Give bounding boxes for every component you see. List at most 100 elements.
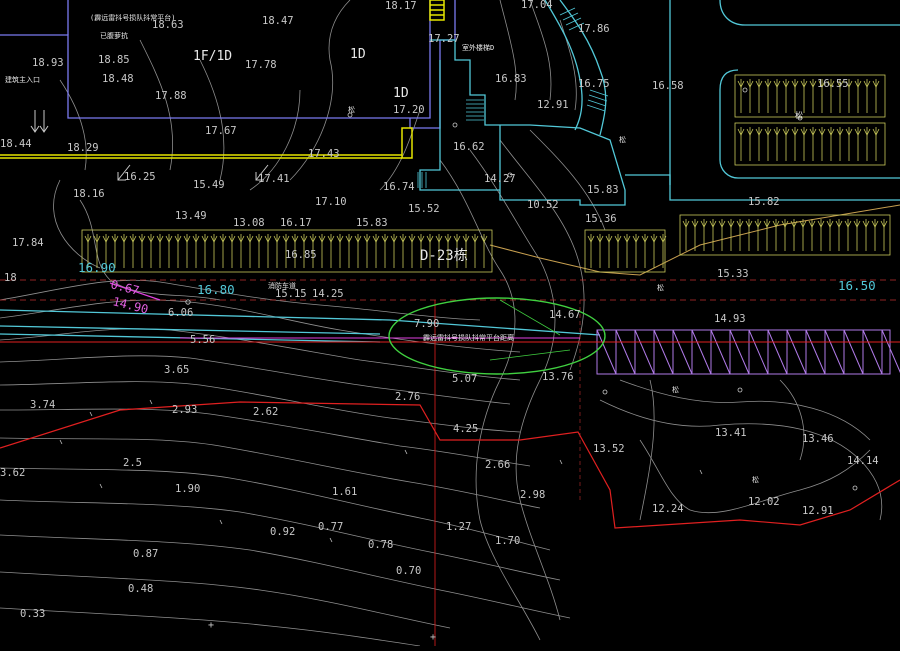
elevation-value: 13.46 bbox=[802, 433, 834, 445]
red-boundary-line bbox=[0, 401, 900, 529]
slope-tick bbox=[99, 483, 103, 489]
hatch-chevron bbox=[746, 128, 754, 136]
hatch-chevron bbox=[872, 128, 880, 136]
hatch-chevron bbox=[809, 128, 817, 136]
elevation-value: 3.62 bbox=[0, 467, 25, 479]
elevation-value: 16.85 bbox=[285, 249, 317, 261]
cyan-road-line-2 bbox=[0, 325, 381, 335]
hatch-zone-far-right bbox=[679, 214, 891, 256]
elevation-value: 2.5 bbox=[123, 457, 142, 469]
pine-label: 松 bbox=[657, 283, 664, 292]
magenta-tick bbox=[109, 282, 161, 301]
hatch-chevron bbox=[641, 235, 649, 243]
arrow-down-icon bbox=[39, 110, 49, 133]
hatch-chevron bbox=[372, 235, 380, 243]
hatch-chevron bbox=[862, 220, 870, 228]
benchmark-icon: + bbox=[208, 620, 214, 631]
contour-line bbox=[0, 328, 521, 381]
yellow-column bbox=[401, 127, 413, 159]
highlight-ellipse bbox=[388, 297, 606, 375]
elevation-value: 14.93 bbox=[714, 313, 746, 325]
hatch-chevron bbox=[799, 220, 807, 228]
hatch-chevron bbox=[165, 235, 173, 243]
contour-line bbox=[529, 129, 606, 231]
pine-label: 松 bbox=[672, 385, 679, 394]
elevation-value: 18.48 bbox=[102, 73, 134, 85]
hatch-chevron bbox=[174, 235, 182, 243]
elevation-value: 18.29 bbox=[67, 142, 99, 154]
contour-line bbox=[0, 381, 521, 433]
hatch-chevron bbox=[336, 235, 344, 243]
contour-line bbox=[559, 19, 577, 111]
red-boundary bbox=[0, 279, 900, 646]
elevation-value: 12.02 bbox=[748, 496, 780, 508]
elevation-value: 1.70 bbox=[495, 535, 520, 547]
hatch-chevron bbox=[246, 235, 254, 243]
walkway-inner bbox=[419, 60, 500, 191]
stair-structures bbox=[0, 0, 900, 343]
parking-bay bbox=[719, 69, 900, 179]
hatch-chevron bbox=[183, 235, 191, 243]
hatch-chevron bbox=[764, 80, 772, 88]
hatch-chevron bbox=[800, 80, 808, 88]
elevation-value: 15.15 bbox=[275, 288, 307, 300]
stair-tread bbox=[562, 12, 579, 21]
contour-line bbox=[199, 59, 225, 181]
elevation-value: 16.58 bbox=[652, 80, 684, 92]
hatch-chevron bbox=[836, 128, 844, 136]
hatch-chevron bbox=[273, 235, 281, 243]
hatch-chevron bbox=[210, 235, 218, 243]
planting-hatch-zone bbox=[81, 74, 891, 273]
elevation-value: 16.62 bbox=[453, 141, 485, 153]
hatch-chevron bbox=[111, 235, 119, 243]
hatch-chevron bbox=[345, 235, 353, 243]
elevation-value: 12.24 bbox=[652, 503, 684, 515]
elevation-value: 18.17 bbox=[385, 0, 417, 12]
hatch-chevron bbox=[462, 235, 470, 243]
slope-tick bbox=[149, 399, 153, 405]
pine-label: 松 bbox=[795, 110, 803, 120]
hatch-chevron bbox=[817, 220, 825, 228]
contour-line bbox=[639, 439, 871, 514]
contour-line bbox=[53, 179, 101, 269]
elevation-value: 14.67 bbox=[549, 309, 581, 321]
elevation-value: 17.78 bbox=[245, 59, 277, 71]
hatch-chevron bbox=[587, 235, 595, 243]
hatch-chevron bbox=[782, 80, 790, 88]
magenta-elevation: 0.67 bbox=[109, 277, 140, 298]
hatch-chevron bbox=[845, 80, 853, 88]
hatch-chevron bbox=[781, 220, 789, 228]
hatch-chevron bbox=[826, 220, 834, 228]
stair-hatching bbox=[417, 7, 609, 188]
hatch-chevron bbox=[854, 128, 862, 136]
stair-tread bbox=[586, 104, 606, 112]
pine-label: 松 bbox=[752, 475, 759, 484]
elevation-value: 18.16 bbox=[73, 188, 105, 200]
hatch-chevron bbox=[755, 128, 763, 136]
hatch-chevron bbox=[381, 235, 389, 243]
survey-marker-icon bbox=[507, 172, 513, 178]
hatch-chevron bbox=[453, 235, 461, 243]
elevation-value: 5.07 bbox=[452, 373, 477, 385]
elevation-value: 17.67 bbox=[205, 125, 237, 137]
magenta-labels: 0.67 14.90 bbox=[109, 277, 149, 316]
building-level-label: 1D bbox=[393, 86, 409, 101]
hatch-chevron bbox=[84, 235, 92, 243]
retaining-wall bbox=[596, 329, 900, 375]
elevation-value: 7.90 bbox=[414, 318, 439, 330]
elevation-value: 18.44 bbox=[0, 138, 32, 150]
hatch-chevron bbox=[809, 80, 817, 88]
hatch-chevron bbox=[772, 220, 780, 228]
elevation-labels: 18.63 18.47 18.17 17.04 17.86 18.93 18.8… bbox=[0, 0, 879, 620]
hatch-chevron bbox=[93, 235, 101, 243]
ramp-inner bbox=[544, 0, 583, 131]
elevation-value: 17.20 bbox=[393, 104, 425, 116]
outdoor-stair-label: 室外楼梯D bbox=[462, 43, 494, 52]
hatch-chevron bbox=[880, 220, 888, 228]
hatch-chevron bbox=[120, 235, 128, 243]
elevation-value: 1.61 bbox=[332, 486, 357, 498]
slope-tick bbox=[89, 411, 93, 417]
slope-ticks bbox=[59, 399, 703, 543]
